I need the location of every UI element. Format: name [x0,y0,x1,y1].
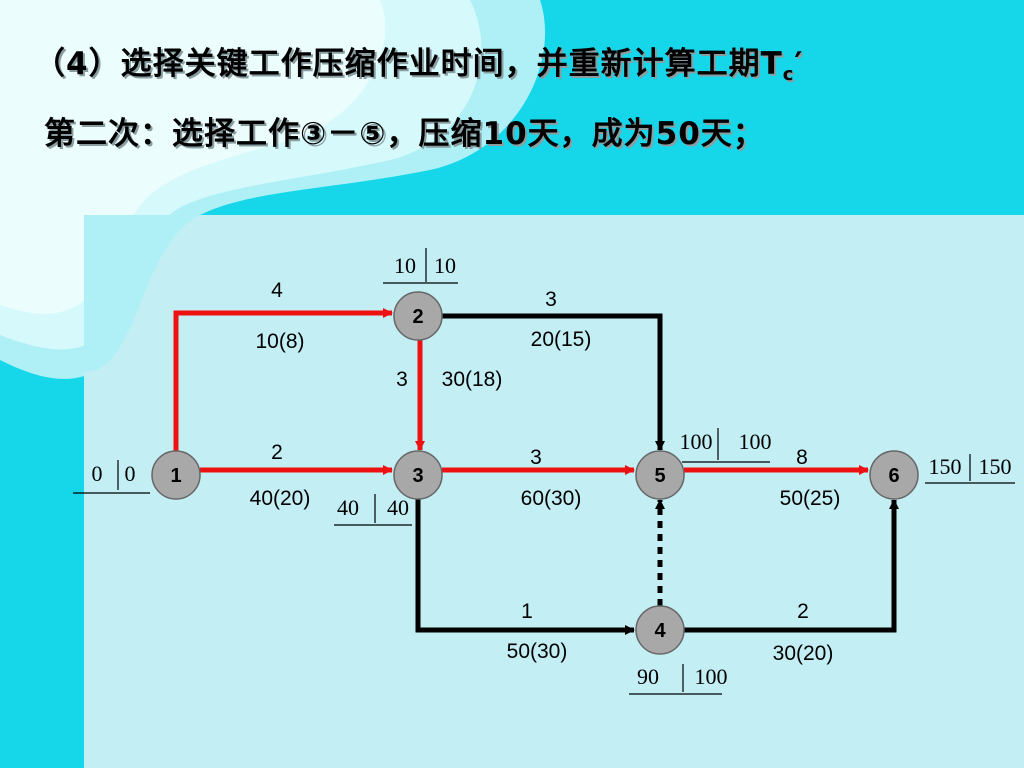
node-latest-time-4: 100 [695,664,728,689]
edge-time-1-2: 10(8) [255,330,304,353]
node-circle-1 [151,450,201,500]
title-line-1-subscript: c [782,64,795,85]
node-latest-time-6: 150 [979,454,1012,479]
node-earliest-time-2: 10 [394,253,416,278]
edge-cost-3-5: 3 [530,446,542,469]
edge-cost-2-3: 3 [396,368,408,391]
node-label-4: 4 [654,620,666,642]
node-label-3: 3 [412,465,423,487]
node-circle-4 [635,605,685,655]
node-latest-time-2: 10 [434,253,456,278]
node-label-2: 2 [412,306,423,328]
edge-cost-1-3: 2 [271,441,283,464]
edge-cost-1-2: 4 [271,279,283,302]
edge-cost-2-5: 3 [545,288,557,311]
edge-time-1-3: 40(20) [250,487,311,510]
node-label-5: 5 [654,465,665,487]
node-latest-time-1: 0 [125,461,136,486]
edge-4-6 [684,499,899,633]
node-circle-3 [393,450,443,500]
node-label-1: 1 [170,465,181,487]
node-circle-5 [635,450,685,500]
edge-time-2-3: 30(18) [442,368,503,391]
edge-cost-4-6: 2 [797,600,809,623]
node-circle-2 [393,291,443,341]
node-circle-6 [869,450,919,500]
node-earliest-time-6: 150 [929,454,962,479]
title-line-2: 第二次：选择工作③－⑤，压缩10天，成为50天； [44,116,765,152]
edge-cost-3-4: 1 [521,600,533,623]
edge-time-3-5: 60(30) [521,487,582,510]
edge-time-2-5: 20(15) [531,328,592,351]
title-line-1-tail: ′ [794,46,804,82]
title-line-1: （4）选择关键工作压缩作业时间，并重新计算工期Tc′ [34,38,1024,85]
node-earliest-time-5: 100 [680,429,713,454]
node-earliest-time-3: 40 [337,495,359,520]
edge-1-2 [173,308,393,451]
node-earliest-time-4: 90 [637,664,659,689]
node-earliest-time-1: 0 [92,461,103,486]
edge-3-4 [415,499,635,635]
title-line-1-main: （4）选择关键工作压缩作业时间，并重新计算工期T [34,46,783,82]
edge-cost-5-6: 8 [796,446,808,469]
node-latest-time-5: 100 [739,429,772,454]
node-label-6: 6 [888,465,899,487]
node-latest-time-3: 40 [387,495,409,520]
edge-time-5-6: 50(25) [780,487,841,510]
edge-2-5 [442,313,665,451]
edge-time-4-6: 30(20) [773,642,834,665]
edge-time-3-4: 50(30) [507,640,568,663]
